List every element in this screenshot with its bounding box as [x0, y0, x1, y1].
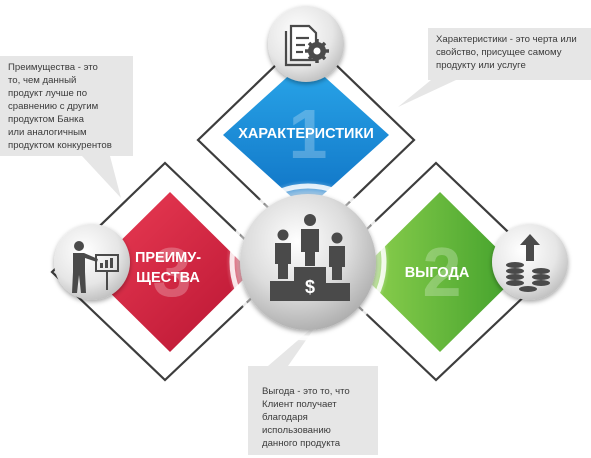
note-box-characteristics — [398, 28, 591, 107]
number-benefit: 2 — [423, 233, 462, 311]
podium-dollar-icon: $ — [270, 214, 350, 301]
presenter-board-icon — [72, 241, 119, 293]
icon-circle-advantages — [54, 224, 130, 300]
document-gear-icon — [284, 24, 329, 67]
note-benefit: Выгода - это то, что Клиент получает бла… — [262, 386, 350, 449]
number-advantages: 3 — [153, 233, 192, 311]
number-characteristics: 1 — [289, 95, 328, 173]
diamond-benefit — [359, 192, 521, 352]
podium-dollar-sign: $ — [305, 277, 315, 297]
center-ring — [229, 183, 387, 341]
icon-circle-characteristics — [268, 6, 344, 82]
note-advantages: Преимущества - это то, чем данный продук… — [8, 62, 112, 151]
note-characteristics: Характеристики - это черта или свойство,… — [436, 34, 577, 71]
icon-circle-benefit — [492, 224, 568, 300]
diamond-characteristics — [223, 60, 389, 210]
title-benefit: ВЫГОДА — [405, 265, 470, 281]
note-box-advantages — [0, 56, 133, 198]
coins-arrow-up-icon — [506, 234, 550, 292]
diamond-advantages — [89, 192, 251, 352]
note-box-benefit — [248, 323, 378, 455]
title-advantages-line2: ЩЕСТВА — [136, 270, 200, 286]
title-characteristics: ХАРАКТЕРИСТИКИ — [238, 126, 374, 142]
title-advantages-line1: ПРЕИМУ- — [135, 250, 201, 266]
